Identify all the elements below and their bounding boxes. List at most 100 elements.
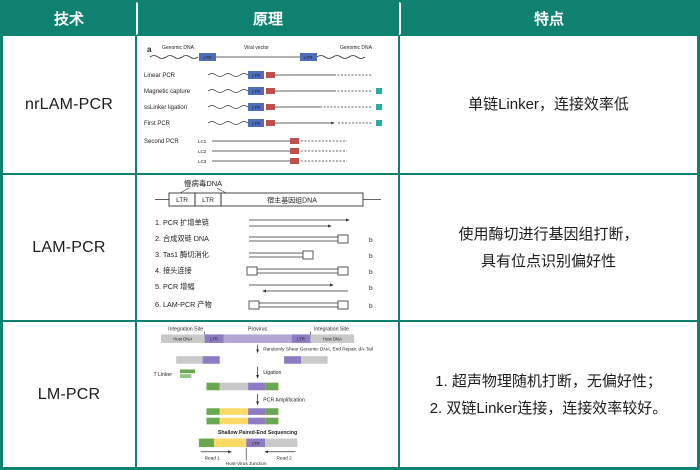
pcr-step-label: PCR Amplification (263, 397, 305, 403)
step-second-pcr: Second PCR LC1 LC2 LC3 (144, 137, 347, 164)
host-dna-label: Host DNA (322, 336, 341, 341)
sequencing-step-label: Shallow Paired-End Sequencing (217, 429, 296, 435)
host-dna-segment (160, 333, 205, 343)
step-2-synth-dsdna: 2. 合成双链 DNA b (155, 234, 373, 244)
biotin-tag-icon (265, 71, 275, 78)
host-fragment (300, 355, 328, 364)
row-lm-features-cell: 1. 超声物理随机打断，无偏好性； 2. 双链Linker连接，连接效率较好。 (399, 321, 698, 468)
ltr-box (247, 102, 264, 111)
step-ligation: Ligation (255, 366, 281, 379)
ltr-segment (247, 407, 265, 415)
provirus-map: 慢病毒DNA LTR LTR 宿主基因组DNA (154, 178, 381, 206)
row-nrlam-features-cell: 单链Linker，连接效率低 (399, 35, 698, 174)
provirus-map: Integration Site Provirus Integration Si… (160, 326, 354, 343)
features-line: 具有位点识别偏好性 (480, 252, 616, 270)
read1-label: Read 1 (204, 455, 220, 461)
end-box (337, 300, 348, 309)
features-line: 单链Linker，连接效率低 (468, 96, 629, 113)
step-label: 1. PCR 扩增单链 (155, 218, 209, 227)
features-text-nrlam: 单链Linker，连接效率低 (468, 91, 629, 118)
ltr-label: LTR (251, 121, 260, 126)
b-label: b (369, 285, 373, 292)
row-lm-principle-cell: Integration Site Provirus Integration Si… (136, 321, 399, 468)
step-4-linker-ligation: 4. 接头连接 b (155, 266, 373, 276)
lam-pcr-diagram: 慢病毒DNA LTR LTR 宿主基因组DNA 1. PCR 扩增单链 2. 合… (154, 178, 381, 310)
provirus-label: Provirus (248, 326, 267, 332)
step-3-enzyme-digest: 3. Tas1 酶切消化 b (155, 250, 373, 260)
ltr-box (247, 70, 264, 79)
step-5-pcr: 5. PCR 增幅 b (155, 282, 373, 293)
row-lam-tech-cell: LAM-PCR (2, 174, 136, 321)
host-segment (219, 382, 248, 390)
provirus-body-segment (223, 333, 292, 343)
end-box (337, 234, 348, 243)
step-label: 6. LAM-PCR 产物 (155, 300, 212, 309)
linker-segment (205, 407, 220, 415)
step-label: Magnetic capture (144, 89, 191, 95)
ltr-box (247, 86, 264, 95)
ltr-label: LTR (210, 336, 218, 341)
column-header-principle: 原理 (136, 2, 399, 35)
tech-name-lm: LM-PCR (37, 385, 101, 403)
ltr-segment (204, 333, 224, 343)
end-box (337, 266, 348, 275)
host-dna-label: Host DNA (173, 336, 192, 341)
ltr-segment (247, 382, 265, 390)
linker-box (246, 266, 257, 275)
host-segment (219, 407, 248, 415)
step-magnetic-capture: Magnetic capture LTR (144, 86, 382, 95)
ltr-box-left (198, 52, 216, 61)
ltr-box (247, 118, 264, 127)
ltr-label: LTR (297, 336, 305, 341)
host-dna-segment (310, 333, 354, 343)
row-lam-principle-cell: 慢病毒DNA LTR LTR 宿主基因组DNA 1. PCR 扩增单链 2. 合… (136, 174, 399, 321)
biotin-tag-icon (265, 103, 275, 110)
sequencing: Shallow Paired-End Sequencing LTR Read 1… (198, 429, 297, 466)
biotin-tag-icon (289, 147, 299, 154)
column-header-tech: 技术 (2, 2, 136, 35)
row-lam-features-cell: 使用酶切进行基因组打断， 具有位点识别偏好性 (399, 174, 698, 321)
nrlam-pcr-diagram: a Genomic DNA Viral vector Genomic DNA L… (144, 45, 382, 164)
step-label: Second PCR (144, 139, 179, 145)
genomic-dna-right-label: Genomic DNA (340, 45, 373, 51)
step-label: 4. 接头连接 (155, 266, 192, 275)
host-fragment (175, 355, 203, 364)
row-nrlam-tech-cell: nrLAM-PCR (2, 35, 136, 174)
linker-box (248, 300, 259, 309)
viral-vector-label: Viral vector (244, 45, 269, 51)
linker-segment (264, 417, 278, 424)
step-shear: Randomly Shear Genomic DNA, End Repair, … (255, 344, 373, 353)
lc1-label: LC1 (198, 139, 207, 144)
ltr-box-right (299, 52, 317, 61)
column-header-features: 特点 (399, 2, 698, 35)
step-label: ssLinker ligation (144, 105, 187, 111)
read2-label: Read 2 (276, 455, 292, 461)
tech-name-lam: LAM-PCR (32, 238, 106, 256)
features-line: 1. 超声物理随机打断，无偏好性； (435, 372, 662, 390)
ltr-label: LTR (304, 55, 313, 60)
features-text-lm: 1. 超声物理随机打断，无偏好性； 2. 双链Linker连接，连接效率较好。 (430, 368, 668, 422)
features-line: 使用酶切进行基因组打断， (458, 225, 639, 243)
step-linear-pcr: Linear PCR LTR (144, 70, 372, 79)
ltr-label: LTR (202, 197, 214, 204)
step-label: 2. 合成双链 DNA (155, 234, 209, 243)
step-label: 3. Tas1 酶切消化 (155, 250, 209, 259)
features-line: 2. 双链Linker连接，连接效率较好。 (429, 399, 668, 417)
linker-segment (198, 438, 214, 447)
linker-segment (264, 382, 278, 390)
linker-segment (205, 417, 220, 424)
ltr-label: LTR (176, 197, 188, 204)
linker-strand (179, 373, 191, 378)
host-virus-junction-label: Host-Virus Junction (225, 461, 266, 466)
sheared-fragments (175, 355, 328, 364)
integration-site-left-label: Integration Site (168, 326, 203, 332)
b-label: b (369, 237, 373, 244)
row-nrlam-principle-cell: a Genomic DNA Viral vector Genomic DNA L… (136, 35, 399, 174)
ligated-fragment (205, 382, 278, 390)
row-lm-tech-cell: LM-PCR (2, 321, 136, 468)
lm-pcr-diagram: Integration Site Provirus Integration Si… (153, 326, 373, 466)
step-label: 5. PCR 增幅 (155, 282, 195, 291)
shear-step-label: Randomly Shear Genomic DNA, End Repair, … (263, 346, 373, 352)
magnetic-bead-icon (375, 87, 382, 94)
